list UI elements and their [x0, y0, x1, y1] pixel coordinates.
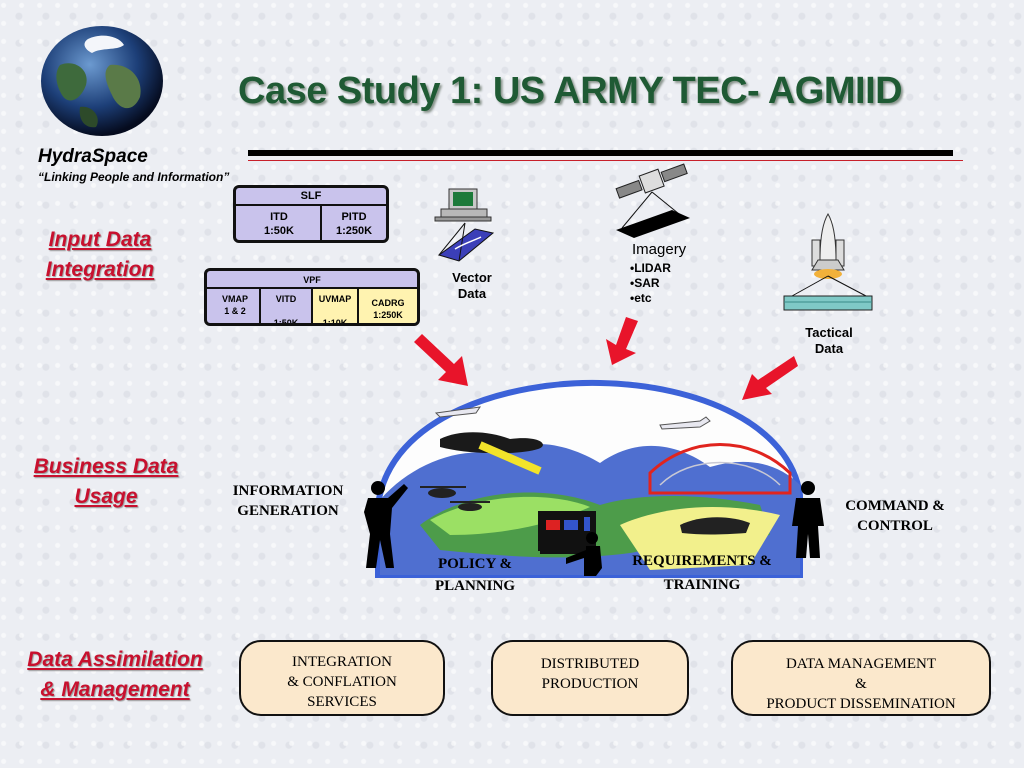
imagery-item-lidar: •LIDAR [630, 261, 671, 275]
arrow-tactical [742, 356, 798, 400]
brand-tagline: “Linking People and Information” [38, 170, 230, 184]
section-input: Input Data Integration [45, 228, 155, 281]
label-information-generation: INFORMATION GENERATION [232, 483, 344, 519]
box-integration-conflation: INTEGRATION & CONFLATION SERVICES [239, 640, 445, 716]
section-business: Business Data Usage [33, 455, 179, 508]
title-rule [248, 150, 953, 156]
label-requirements-training: REQUIREMENTS & TRAINING [632, 553, 772, 593]
helicopter-icon [420, 486, 490, 511]
imagery-item-sar: •SAR [630, 276, 660, 290]
globe-icon [41, 26, 163, 136]
imagery-title: Imagery [632, 241, 687, 258]
page-title: Case Study 1: US ARMY TEC- AGMIID [238, 70, 903, 112]
box-distributed-production: DISTRIBUTED PRODUCTION [491, 640, 689, 716]
computer-icon [434, 188, 495, 262]
vector-data-label: Vector Data [452, 270, 492, 301]
operations-scene [375, 379, 803, 578]
slf-title: SLF [300, 190, 322, 202]
shuttle-icon [783, 213, 873, 311]
arrow-vector [414, 334, 468, 386]
soldier-icon-right [792, 481, 824, 558]
satellite-icon [615, 163, 690, 238]
airplane-icon [434, 406, 711, 430]
imagery-item-etc: •etc [630, 291, 652, 305]
arrow-imagery [606, 317, 638, 365]
section-assimilation: Data Assimilation & Management [27, 648, 203, 701]
brand-name: HydraSpace [38, 146, 148, 167]
tactical-data-label: Tactical Data [805, 325, 853, 356]
vpf-title: VPF [303, 275, 321, 285]
label-command-control: COMMAND & CONTROL [845, 498, 945, 534]
box-data-management: DATA MANAGEMENT & PRODUCT DISSEMINATION [731, 640, 991, 716]
soldier-icon [364, 481, 408, 568]
operator-icon [540, 514, 602, 576]
label-policy-planning: POLICY & PLANNING [434, 556, 515, 594]
title-rule-red [248, 160, 963, 161]
